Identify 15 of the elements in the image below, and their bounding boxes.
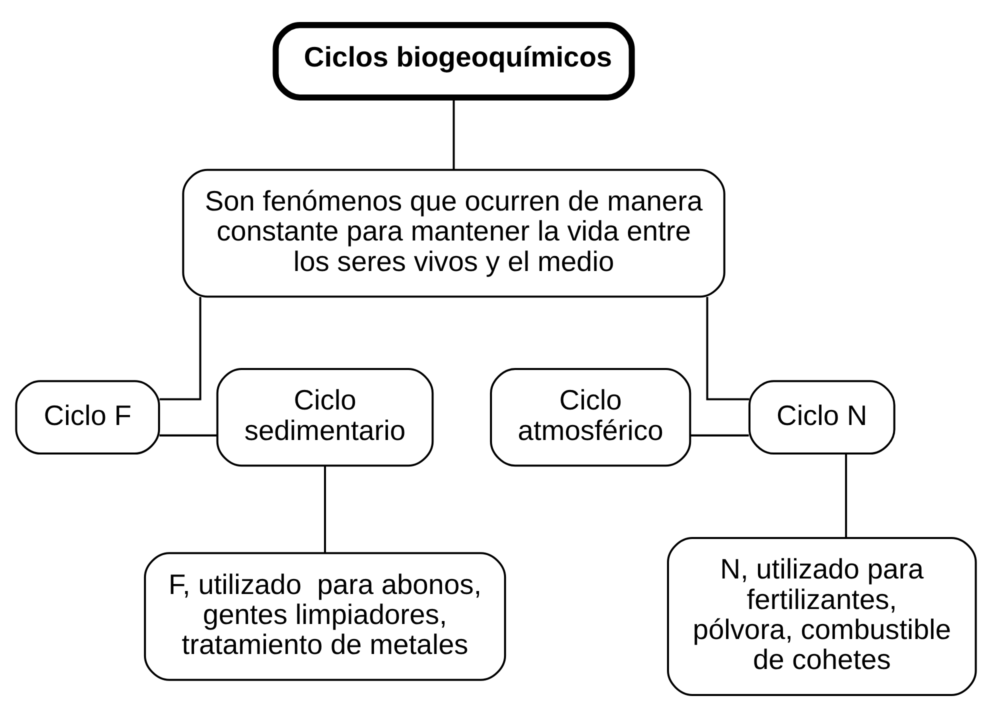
node-box: Ciclo sedimentario — [216, 368, 434, 467]
node-box: Ciclo atmosférico — [490, 368, 692, 467]
connector — [706, 296, 750, 400]
node-box: Ciclos biogeoquímicos — [272, 22, 635, 100]
node-box: Son fenómenos que ocurren de manera constante para mantener la vida entre los seres vivos y el medio — [182, 168, 726, 298]
connector — [159, 434, 217, 436]
node-box: Ciclo N — [748, 380, 896, 455]
connector — [690, 434, 749, 436]
connector — [845, 454, 848, 538]
node-box: N, utilizado para fertilizantes, pólvora, combustible de cohetes — [667, 537, 977, 696]
node-box: Ciclo F — [15, 380, 160, 455]
connector — [452, 98, 455, 170]
node-box: F, utilizado para abonos, gentes limpiadores, tratamiento de metales — [144, 552, 506, 681]
connector — [324, 466, 326, 552]
connector — [160, 296, 202, 400]
